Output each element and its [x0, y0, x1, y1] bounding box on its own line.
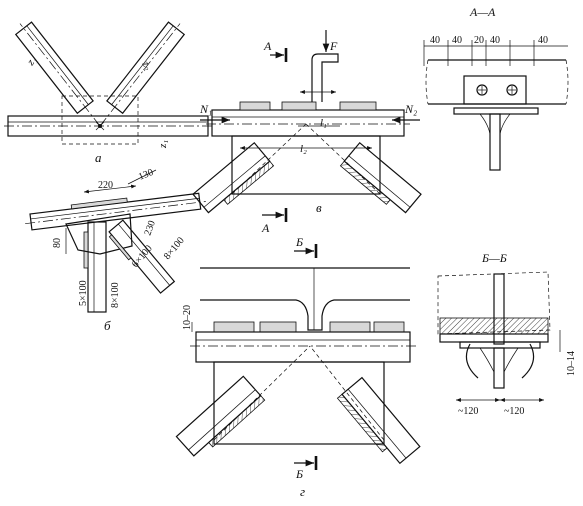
section-b-top-mark: Б	[295, 235, 303, 249]
section-aa: А—А 40 40 20 40 40	[423, 5, 569, 171]
label-z2-right: z₂	[139, 58, 154, 73]
plate-aa	[463, 75, 527, 105]
gusset-a	[61, 95, 139, 145]
diagonal-right-a	[14, 21, 101, 127]
section-a-bottom-mark: А	[261, 221, 270, 235]
gusset-c	[231, 135, 381, 195]
section-aa-title: А—А	[469, 5, 496, 19]
weld-b-5x100: 5×100	[78, 280, 89, 306]
weld-b-6x100: 6×100	[130, 243, 155, 270]
chord-d	[195, 331, 411, 363]
section-bb-title: Б—Б	[481, 251, 507, 265]
l1-label: l₁	[320, 117, 327, 129]
weld-b-8x100-a: 8×100	[110, 282, 121, 308]
view-label-c: в	[316, 200, 322, 215]
n1-label: N₁	[199, 102, 212, 116]
post-b	[87, 221, 107, 313]
n2-label: N₂	[404, 102, 417, 116]
web-bb	[493, 273, 505, 345]
l2-label: l₂	[300, 143, 307, 155]
chord-c	[211, 109, 405, 137]
dim-aa-0: 40	[430, 35, 440, 46]
view-label-b: б	[104, 318, 111, 333]
dim-aa-4: 40	[538, 35, 548, 46]
dim-bb-2: 10–14	[566, 351, 577, 376]
plate-bb	[439, 317, 549, 335]
force-f-label: F	[329, 39, 338, 53]
view-a: z₁ z₂ z₁ а	[4, 21, 212, 165]
view-label-d: г	[300, 484, 305, 499]
dim-b-230: 230	[142, 219, 157, 237]
top-gusset-d	[200, 267, 410, 331]
diagonal-left-d	[175, 375, 266, 457]
view-c: F N₁ N₂ l₁ l₂ А А в	[192, 30, 422, 235]
diagonal-right-c	[339, 141, 422, 214]
view-d: 10–20 Б Б г	[175, 235, 421, 499]
view-label-a: а	[95, 150, 102, 165]
dim-bb-0: ~120	[458, 406, 478, 417]
label-z1-chord: z₁	[157, 140, 169, 149]
diagonal-b	[108, 219, 176, 294]
weld-dim-d: 10–20	[182, 305, 193, 330]
dim-b-80: 80	[52, 238, 63, 248]
dim-b-220: 220	[98, 180, 113, 191]
view-b: 220 130 80 230 5×100 8×100 6×100 8×100 б	[25, 167, 206, 333]
load-angle-c	[311, 53, 339, 102]
label-z1-left: z₁	[24, 54, 39, 69]
diagonal-right-d	[336, 376, 421, 465]
dim-bb-1: ~120	[504, 406, 524, 417]
chord-b	[25, 192, 206, 231]
diagonal-left-c	[192, 141, 275, 214]
weld-top-left-c	[239, 101, 271, 111]
section-bb: Б—Б ~120 ~120 10–14	[437, 251, 577, 417]
dim-aa-1: 40	[452, 35, 462, 46]
flange-aa	[453, 107, 539, 115]
weld-top-right-c	[339, 101, 377, 111]
dim-aa-3: 40	[490, 35, 500, 46]
gusset-b	[65, 213, 133, 255]
gusset-d	[213, 361, 385, 445]
section-b-bottom-mark: Б	[295, 467, 303, 481]
weld-top-mid-c	[281, 101, 317, 111]
web-aa	[489, 113, 501, 171]
weld-b-8x100-b: 8×100	[162, 235, 187, 262]
diagonal-left-a	[99, 21, 186, 127]
section-a-top-mark: А	[263, 39, 272, 53]
dim-b-130: 130	[137, 167, 155, 183]
dim-aa-2: 20	[474, 35, 484, 46]
t-web-bb	[493, 347, 505, 389]
